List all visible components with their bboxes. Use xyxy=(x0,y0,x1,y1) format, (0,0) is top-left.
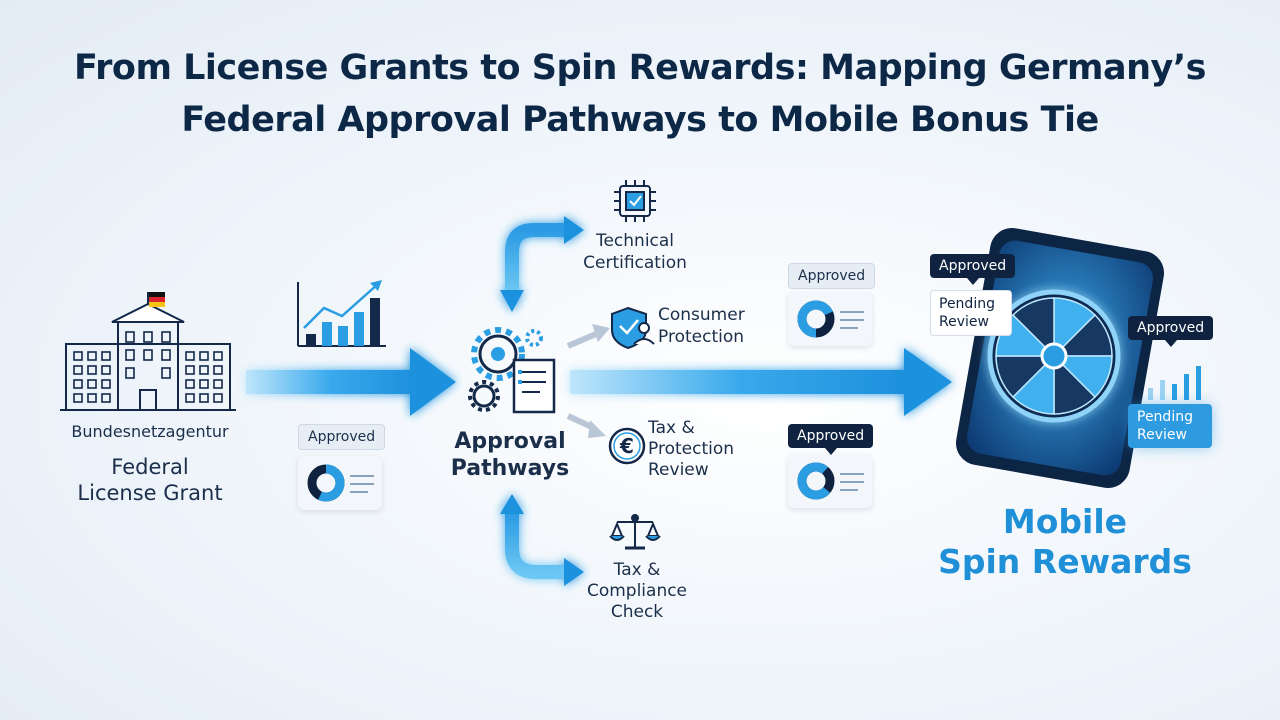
technical-line-1: Technical xyxy=(595,231,675,251)
donut-card-mid-top xyxy=(788,292,872,346)
tax-protection-line-2: Protection xyxy=(648,439,735,459)
arrow-license-to-hub xyxy=(246,348,456,416)
german-flag-icon xyxy=(149,292,165,307)
pending-right-line-1: Pending xyxy=(1137,409,1193,425)
status-badge-mid-top-approved: Approved xyxy=(788,263,876,289)
chip-checklist-icon xyxy=(614,180,656,222)
status-badge-left-approved: Approved xyxy=(298,424,386,450)
donut-chart-icon xyxy=(797,462,864,500)
consumer-line-2: Protection xyxy=(658,327,745,347)
technical-line-2: Certification xyxy=(583,253,687,273)
source-line-2: License Grant xyxy=(77,481,223,505)
page-title: From License Grants to Spin Rewards: Map… xyxy=(0,42,1280,146)
status-badge-phone-approved-right: Approved xyxy=(1128,316,1214,347)
growth-chart-icon xyxy=(297,280,386,347)
source-line-1: Federal xyxy=(111,455,189,479)
target-line-2: Spin Rewards xyxy=(938,542,1192,581)
status-badge-phone-pending-right: Pending Review xyxy=(1128,404,1212,448)
spin-wheel-icon xyxy=(987,289,1121,423)
consumer-line-1: Consumer xyxy=(658,305,745,325)
target-node-label: Mobile Spin Rewards xyxy=(930,502,1200,582)
tax-protection-label: Tax & Protection Review xyxy=(648,418,758,481)
donut-card-mid-bottom xyxy=(788,454,872,508)
arrow-hub-to-technical xyxy=(500,216,584,312)
title-line-2: Federal Approval Pathways to Mobile Bonu… xyxy=(181,100,1099,140)
arrow-hub-to-mobile xyxy=(570,348,952,416)
status-badge-phone-approved-left: Approved xyxy=(930,254,1016,285)
consumer-label: Consumer Protection xyxy=(658,304,768,348)
hub-line-1: Approval xyxy=(454,429,566,454)
pending-left-line-1: Pending xyxy=(939,296,995,312)
gears-document-icon xyxy=(468,327,556,414)
donut-chart-icon xyxy=(307,464,374,502)
svg-text:€: € xyxy=(619,434,634,458)
arrow-to-consumer xyxy=(566,324,610,349)
status-badge-mid-bottom-approved: Approved xyxy=(788,424,874,455)
technical-label: Technical Certification xyxy=(570,230,700,274)
title-line-1: From License Grants to Spin Rewards: Map… xyxy=(73,48,1207,88)
tax-protection-line-3: Review xyxy=(648,460,709,480)
tax-protection-line-1: Tax & xyxy=(648,418,695,438)
source-node-label: Federal License Grant xyxy=(40,454,260,506)
euro-coin-icon: € xyxy=(608,427,646,465)
tax-compliance-line-3: Check xyxy=(610,602,664,622)
tax-compliance-line-1: Tax & xyxy=(613,560,661,580)
source-agency-label: Bundesnetzagentur xyxy=(71,422,229,441)
bar-chart-icon xyxy=(1148,366,1201,400)
pending-right-line-2: Review xyxy=(1137,427,1187,443)
shield-user-icon xyxy=(611,306,655,350)
donut-chart-icon xyxy=(797,300,864,338)
arrow-to-tax-protection xyxy=(566,413,606,438)
tax-compliance-label: Tax & Compliance Check xyxy=(572,560,702,623)
wheel-segment xyxy=(1011,297,1055,358)
tax-compliance-line-2: Compliance xyxy=(586,581,688,601)
hub-line-2: Pathways xyxy=(450,456,570,481)
pending-left-line-2: Review xyxy=(939,314,989,330)
donut-card-left xyxy=(298,456,382,510)
arrow-hub-to-compliance xyxy=(500,494,584,586)
target-line-1: Mobile xyxy=(1002,502,1128,541)
status-badge-phone-pending-left: Pending Review xyxy=(930,290,1012,336)
government-building-icon xyxy=(60,292,236,411)
hub-node-label: Approval Pathways xyxy=(430,428,590,482)
scales-icon xyxy=(609,514,661,550)
